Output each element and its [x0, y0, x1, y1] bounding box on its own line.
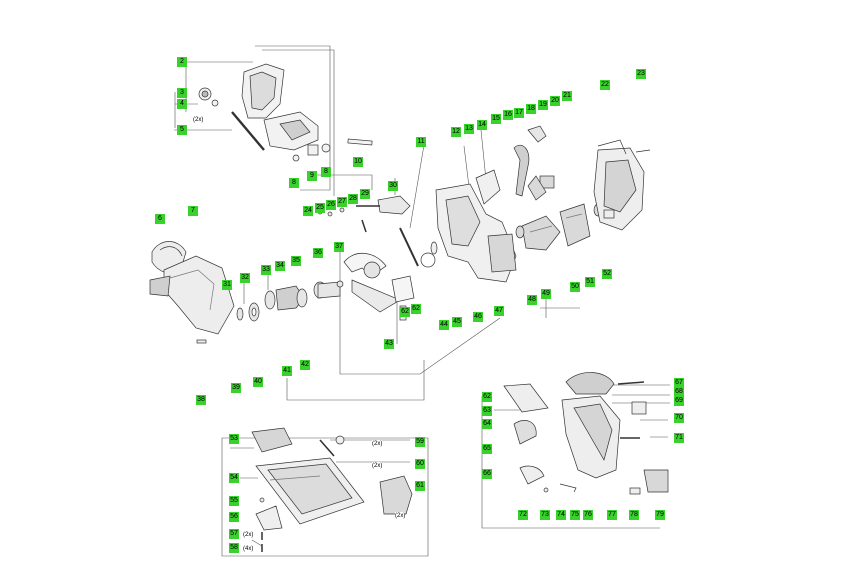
part-label-5: 5: [177, 125, 187, 135]
part-label-78: 78: [629, 510, 639, 520]
part-label-24: 24: [303, 206, 313, 216]
part-label-37: 37: [334, 242, 344, 252]
part-label-51: 51: [585, 277, 595, 287]
part-label-41: 41: [282, 366, 292, 376]
part-label-62a: 62: [400, 307, 410, 317]
part-label-40: 40: [253, 377, 263, 387]
quantity-note: (2x): [372, 440, 383, 448]
part-label-16: 16: [503, 110, 513, 120]
part-label-76: 76: [583, 510, 593, 520]
part-label-52: 52: [602, 269, 612, 279]
part-label-74: 74: [556, 510, 566, 520]
part-label-32: 32: [240, 273, 250, 283]
part-label-29: 29: [360, 189, 370, 199]
part-label-39: 39: [231, 383, 241, 393]
part-label-19: 19: [538, 100, 548, 110]
part-label-34: 34: [275, 261, 285, 271]
part-label-3: 3: [177, 88, 187, 98]
part-label-49: 49: [541, 289, 551, 299]
part-label-4: 4: [177, 99, 187, 109]
part-label-11: 11: [416, 137, 426, 147]
part-label-69: 69: [674, 396, 684, 406]
part-label-44: 44: [439, 320, 449, 330]
part-label-13: 13: [464, 124, 474, 134]
part-label-17: 17: [514, 108, 524, 118]
part-label-43: 43: [384, 339, 394, 349]
part-label-75: 75: [570, 510, 580, 520]
part-label-45: 45: [452, 317, 462, 327]
part-label-64: 64: [482, 419, 492, 429]
part-label-79: 79: [655, 510, 665, 520]
part-label-71: 71: [674, 433, 684, 443]
part-label-57: 57: [229, 529, 239, 539]
part-label-67: 67: [674, 378, 684, 388]
part-label-31: 31: [222, 280, 232, 290]
part-label-15: 15: [491, 114, 501, 124]
part-label-63: 63: [482, 406, 492, 416]
part-label-66: 66: [482, 469, 492, 479]
part-label-55: 55: [229, 496, 239, 506]
part-label-2: 2: [177, 57, 187, 67]
part-label-27: 27: [337, 197, 347, 207]
quantity-note: (2x): [395, 512, 406, 520]
part-label-46: 46: [473, 312, 483, 322]
part-label-61: 61: [415, 481, 425, 491]
part-label-22: 22: [600, 80, 610, 90]
part-label-33: 33: [261, 265, 271, 275]
part-label-58: 58: [229, 543, 239, 553]
quantity-note: (2x): [193, 116, 204, 124]
part-label-8a: 8: [289, 178, 299, 188]
part-label-8b: 8: [321, 167, 331, 177]
part-label-72: 72: [518, 510, 528, 520]
part-label-36: 36: [313, 248, 323, 258]
part-label-47: 47: [494, 306, 504, 316]
part-label-25: 25: [315, 203, 325, 213]
part-label-30: 30: [388, 181, 398, 191]
part-label-23: 23: [636, 69, 646, 79]
part-label-38: 38: [196, 395, 206, 405]
part-label-28: 28: [348, 194, 358, 204]
part-label-60: 60: [415, 459, 425, 469]
part-label-56: 56: [229, 512, 239, 522]
part-label-68: 68: [674, 387, 684, 397]
part-label-59: 59: [415, 437, 425, 447]
part-label-9: 9: [307, 171, 317, 181]
part-label-54: 54: [229, 473, 239, 483]
part-label-50: 50: [570, 282, 580, 292]
part-label-77: 77: [607, 510, 617, 520]
part-label-18: 18: [526, 104, 536, 114]
part-label-20: 20: [550, 96, 560, 106]
part-label-53: 53: [229, 434, 239, 444]
part-label-62: 62: [482, 392, 492, 402]
part-label-6: 6: [155, 214, 165, 224]
part-label-48: 48: [527, 295, 537, 305]
part-label-12: 12: [451, 127, 461, 137]
quantity-note: (2x): [243, 531, 254, 539]
part-label-21: 21: [562, 91, 572, 101]
part-label-35: 35: [291, 256, 301, 266]
part-label-42: 42: [300, 360, 310, 370]
part-label-73: 73: [540, 510, 550, 520]
part-label-14: 14: [477, 120, 487, 130]
part-label-26: 26: [326, 200, 336, 210]
part-label-10: 10: [353, 157, 363, 167]
part-label-62b: 62: [411, 304, 421, 314]
quantity-note: (4x): [243, 545, 254, 553]
part-label-7: 7: [188, 206, 198, 216]
part-label-65: 65: [482, 444, 492, 454]
quantity-note: (2x): [372, 462, 383, 470]
part-label-70: 70: [674, 413, 684, 423]
